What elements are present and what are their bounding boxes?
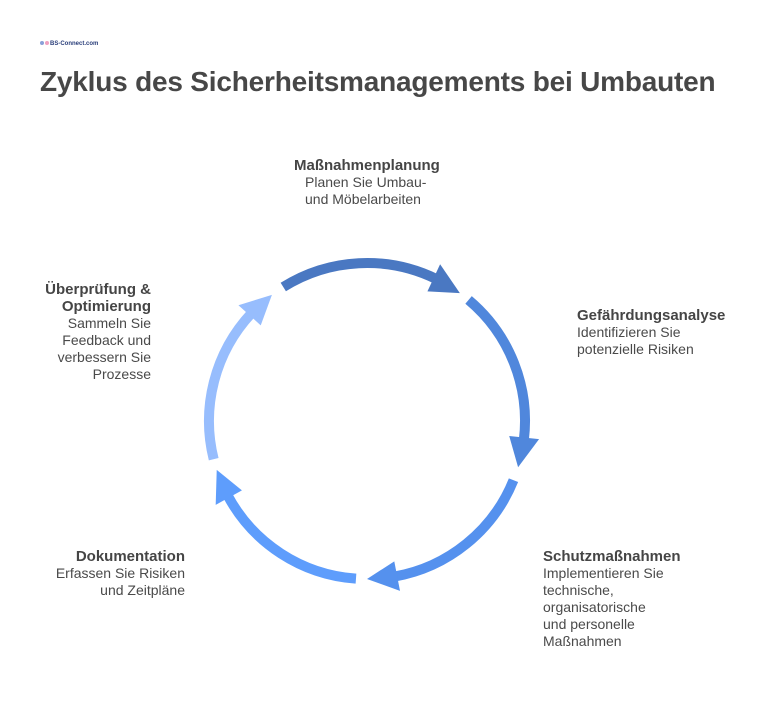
arrowhead-icon [238,294,272,326]
step-schutzmassnahmen: Schutzmaßnahmen Implementieren Sie techn… [543,548,681,650]
arrowhead-icon [427,264,460,294]
step-title: Überprüfung & Optimierung [45,281,151,315]
arrowhead-icon [367,561,401,591]
page-title: Zyklus des Sicherheitsmanagements bei Um… [40,66,716,97]
step-description: Planen Sie Umbau- und Möbelarbeiten [305,174,427,207]
step-dokumentation: Dokumentation Erfassen Sie Risiken und Z… [56,548,185,599]
logo: BS-Connect.com [40,41,98,55]
step-massnahmenplanung: Maßnahmenplanung Planen Sie Umbau- und M… [294,157,440,208]
arrow-planung-to-analyse [280,258,439,292]
step-title: Schutzmaßnahmen [543,548,681,565]
step-description: Identifizieren Sie potenzielle Risiken [577,324,694,357]
step-gefaehrdungsanalyse: Gefährdungsanalyse Identifizieren Sie po… [577,307,725,358]
step-title: Maßnahmenplanung [294,157,440,174]
logo-text: BS-Connect.com [50,41,99,47]
arrowhead-icon [215,469,242,505]
arrow-doku-to-pruefung [223,492,357,584]
step-description: Sammeln Sie Feedback und verbessern Sie … [57,315,151,382]
step-ueberpruefung: Überprüfung & Optimierung Sammeln Sie Fe… [45,281,151,383]
step-description: Implementieren Sie technische, organisat… [543,565,664,649]
arrow-analyse-to-schutz [465,296,530,441]
arrowhead-icon [509,435,540,468]
arrow-schutz-to-doku [393,478,519,582]
arrow-pruefung-to-planung [204,309,256,461]
step-description: Erfassen Sie Risiken und Zeitpläne [55,565,185,598]
step-title: Gefährdungsanalyse [577,307,726,324]
step-title: Dokumentation [75,548,185,565]
